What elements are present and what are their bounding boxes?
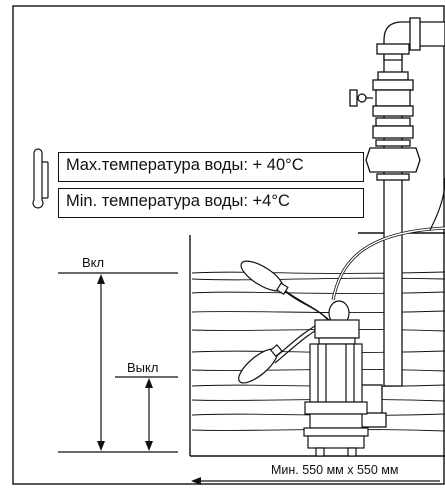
on-level-label: Вкл <box>82 255 105 270</box>
min-temperature-box: Min. температура воды: +4°C <box>58 188 364 218</box>
max-temperature-text: Max.температура воды: + 40°C <box>66 156 304 174</box>
float-switches <box>238 260 332 384</box>
off-level-label: Выкл <box>127 360 159 375</box>
frame <box>12 5 445 485</box>
max-temperature-box: Max.температура воды: + 40°C <box>58 152 364 182</box>
discharge-pipe <box>349 17 445 428</box>
submersible-pump <box>303 300 369 457</box>
arrowheads <box>97 274 201 485</box>
min-temperature-text: Min. температура воды: +4°C <box>66 192 290 210</box>
thermometer-icon <box>32 148 49 209</box>
min-pit-size-label: Мин. 550 мм х 550 мм <box>271 463 399 477</box>
